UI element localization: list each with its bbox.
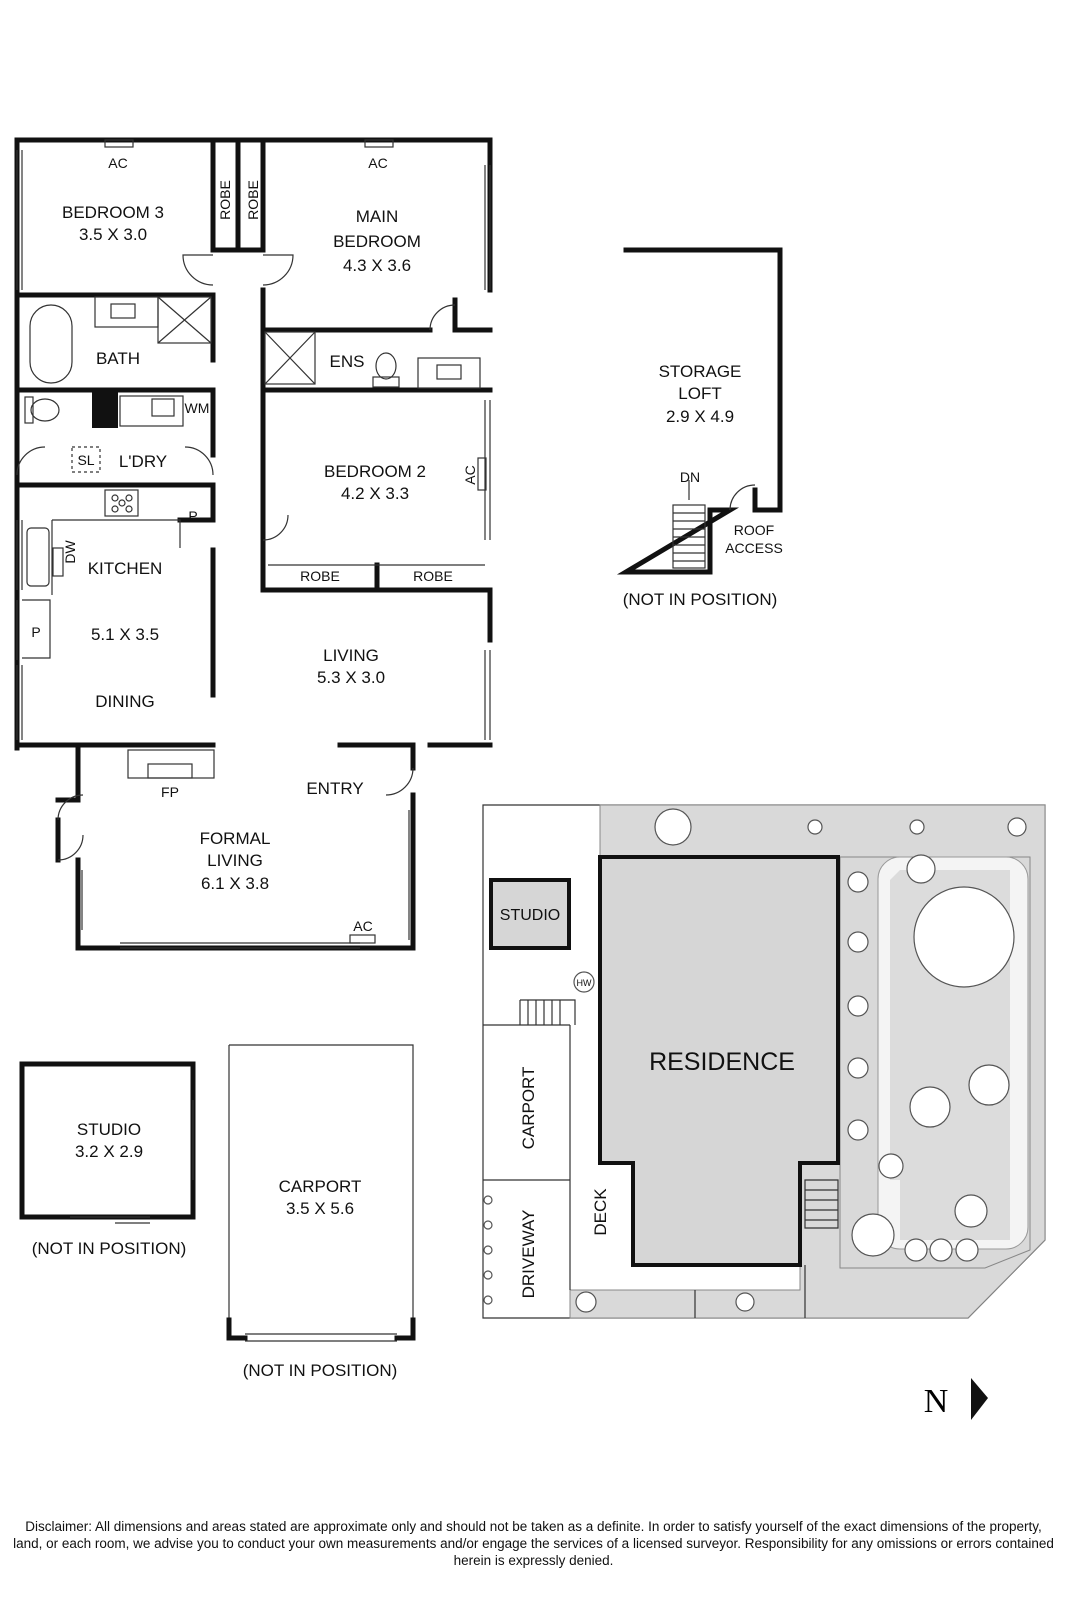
site-plan: RESIDENCE STUDIO HW CARPORT DRIVEWAY DEC…	[482, 804, 1046, 1319]
carport-label: CARPORT	[279, 1177, 362, 1196]
deck-label: DECK	[591, 1188, 610, 1236]
main-bedroom-dims: 4.3 X 3.6	[343, 256, 411, 275]
dining-label: DINING	[95, 692, 155, 711]
cooktop-icon	[104, 489, 139, 517]
storage-loft: STORAGE LOFT 2.9 X 4.9 DN ROOF ACCESS (N…	[616, 247, 783, 609]
fixtures	[16, 139, 491, 949]
compass: N	[924, 1378, 988, 1420]
carport-plan: CARPORT 3.5 X 5.6 (NOT IN POSITION)	[226, 1044, 416, 1380]
tree-icons	[483, 808, 1027, 1313]
formal-living-label: FORMAL	[200, 829, 271, 848]
kitchen-label: KITCHEN	[88, 559, 163, 578]
sl-label: SL	[77, 452, 94, 468]
not-in-position-label: (NOT IN POSITION)	[243, 1361, 398, 1380]
site-carport-label: CARPORT	[519, 1067, 538, 1150]
house-walls	[14, 137, 493, 951]
north-label: N	[924, 1383, 949, 1420]
living-dims: 5.3 X 3.0	[317, 668, 385, 687]
dw-label: DW	[62, 540, 78, 564]
toilet-icon	[30, 398, 60, 422]
main-bedroom-label-2: BEDROOM	[333, 232, 421, 251]
formal-living-label-2: LIVING	[207, 851, 263, 870]
wm-label: WM	[185, 400, 210, 416]
roof-access-label-2: ACCESS	[725, 540, 783, 556]
entry-label: ENTRY	[306, 779, 363, 798]
main-bedroom-label: MAIN	[356, 207, 399, 226]
bedroom3-dims: 3.5 X 3.0	[79, 225, 147, 244]
fp-label: FP	[161, 784, 179, 800]
carport-dims: 3.5 X 5.6	[286, 1199, 354, 1218]
driveway-label: DRIVEWAY	[519, 1210, 538, 1299]
residence-outline	[598, 855, 840, 1267]
ac-label: AC	[108, 155, 127, 171]
roof-access-label: ROOF	[734, 522, 774, 538]
bedroom3-label: BEDROOM 3	[62, 203, 164, 222]
studio-plan: STUDIO 3.2 X 2.9 (NOT IN POSITION)	[19, 1061, 196, 1258]
bath-label: BATH	[96, 349, 140, 368]
bedroom2-label: BEDROOM 2	[324, 462, 426, 481]
robe-label: ROBE	[217, 180, 233, 220]
not-in-position-label: (NOT IN POSITION)	[623, 590, 778, 609]
bathtub-icon	[29, 304, 73, 384]
toilet-icon	[375, 352, 397, 380]
robe-label: ROBE	[413, 568, 453, 584]
studio-dims: 3.2 X 2.9	[75, 1142, 143, 1161]
living-label: LIVING	[323, 646, 379, 665]
pantry-label: P	[188, 508, 197, 524]
disclaimer: Disclaimer: All dimensions and areas sta…	[13, 1519, 1054, 1568]
storage-loft-label-2: LOFT	[678, 384, 721, 403]
dn-label: DN	[680, 469, 700, 485]
formal-living-dims: 6.1 X 3.8	[201, 874, 269, 893]
residence-label: RESIDENCE	[649, 1048, 795, 1076]
robe-label: ROBE	[245, 180, 261, 220]
not-in-position-label: (NOT IN POSITION)	[32, 1239, 187, 1258]
kitchen-dims: 5.1 X 3.5	[91, 625, 159, 644]
studio-label: STUDIO	[77, 1120, 141, 1139]
ac-label: AC	[368, 155, 387, 171]
ens-label: ENS	[330, 352, 365, 371]
ac-label: AC	[353, 918, 372, 934]
laundry-label: L'DRY	[119, 452, 167, 471]
storage-loft-dims: 2.9 X 4.9	[666, 407, 734, 426]
bedroom2-dims: 4.2 X 3.3	[341, 484, 409, 503]
north-arrow-icon	[971, 1378, 988, 1420]
robe-label: ROBE	[300, 568, 340, 584]
storage-loft-label: STORAGE	[659, 362, 742, 381]
hw-label: HW	[577, 978, 592, 988]
site-studio-label: STUDIO	[500, 907, 560, 924]
ac-label: AC	[462, 465, 478, 484]
sink-icon	[26, 527, 50, 587]
pantry-label: P	[31, 624, 40, 640]
